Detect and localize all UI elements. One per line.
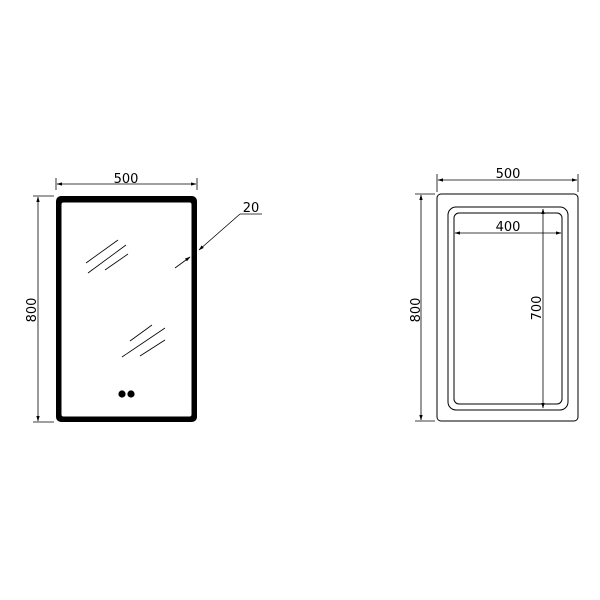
border-label: 20 <box>243 201 260 216</box>
inner-width-dimension: 400 <box>454 220 562 235</box>
inner-width-label: 400 <box>496 220 521 235</box>
inner-height-dimension: 700 <box>530 208 545 409</box>
led-strip-outer <box>447 206 569 411</box>
touch-sensor-icon <box>118 390 126 398</box>
back-panel <box>436 193 579 422</box>
border-leader: 20 <box>174 201 262 269</box>
front-view: 500 800 20 <box>25 172 262 423</box>
glass-reflection-lower <box>121 324 166 358</box>
inner-height-label: 700 <box>530 296 545 321</box>
back-width-label: 500 <box>496 167 521 182</box>
front-width-dimension: 500 <box>55 172 198 190</box>
led-strip-inner <box>453 212 563 405</box>
back-width-dimension: 500 <box>436 167 579 192</box>
glass-reflection-upper <box>85 239 129 274</box>
back-height-label: 800 <box>409 298 424 323</box>
touch-sensor-icon <box>127 390 135 398</box>
front-height-dimension: 800 <box>25 195 54 423</box>
back-height-dimension: 800 <box>409 193 435 422</box>
front-height-label: 800 <box>25 298 40 323</box>
back-view: 500 800 400 700 <box>409 167 579 422</box>
mirror-glass <box>61 202 192 417</box>
front-width-label: 500 <box>114 172 139 187</box>
